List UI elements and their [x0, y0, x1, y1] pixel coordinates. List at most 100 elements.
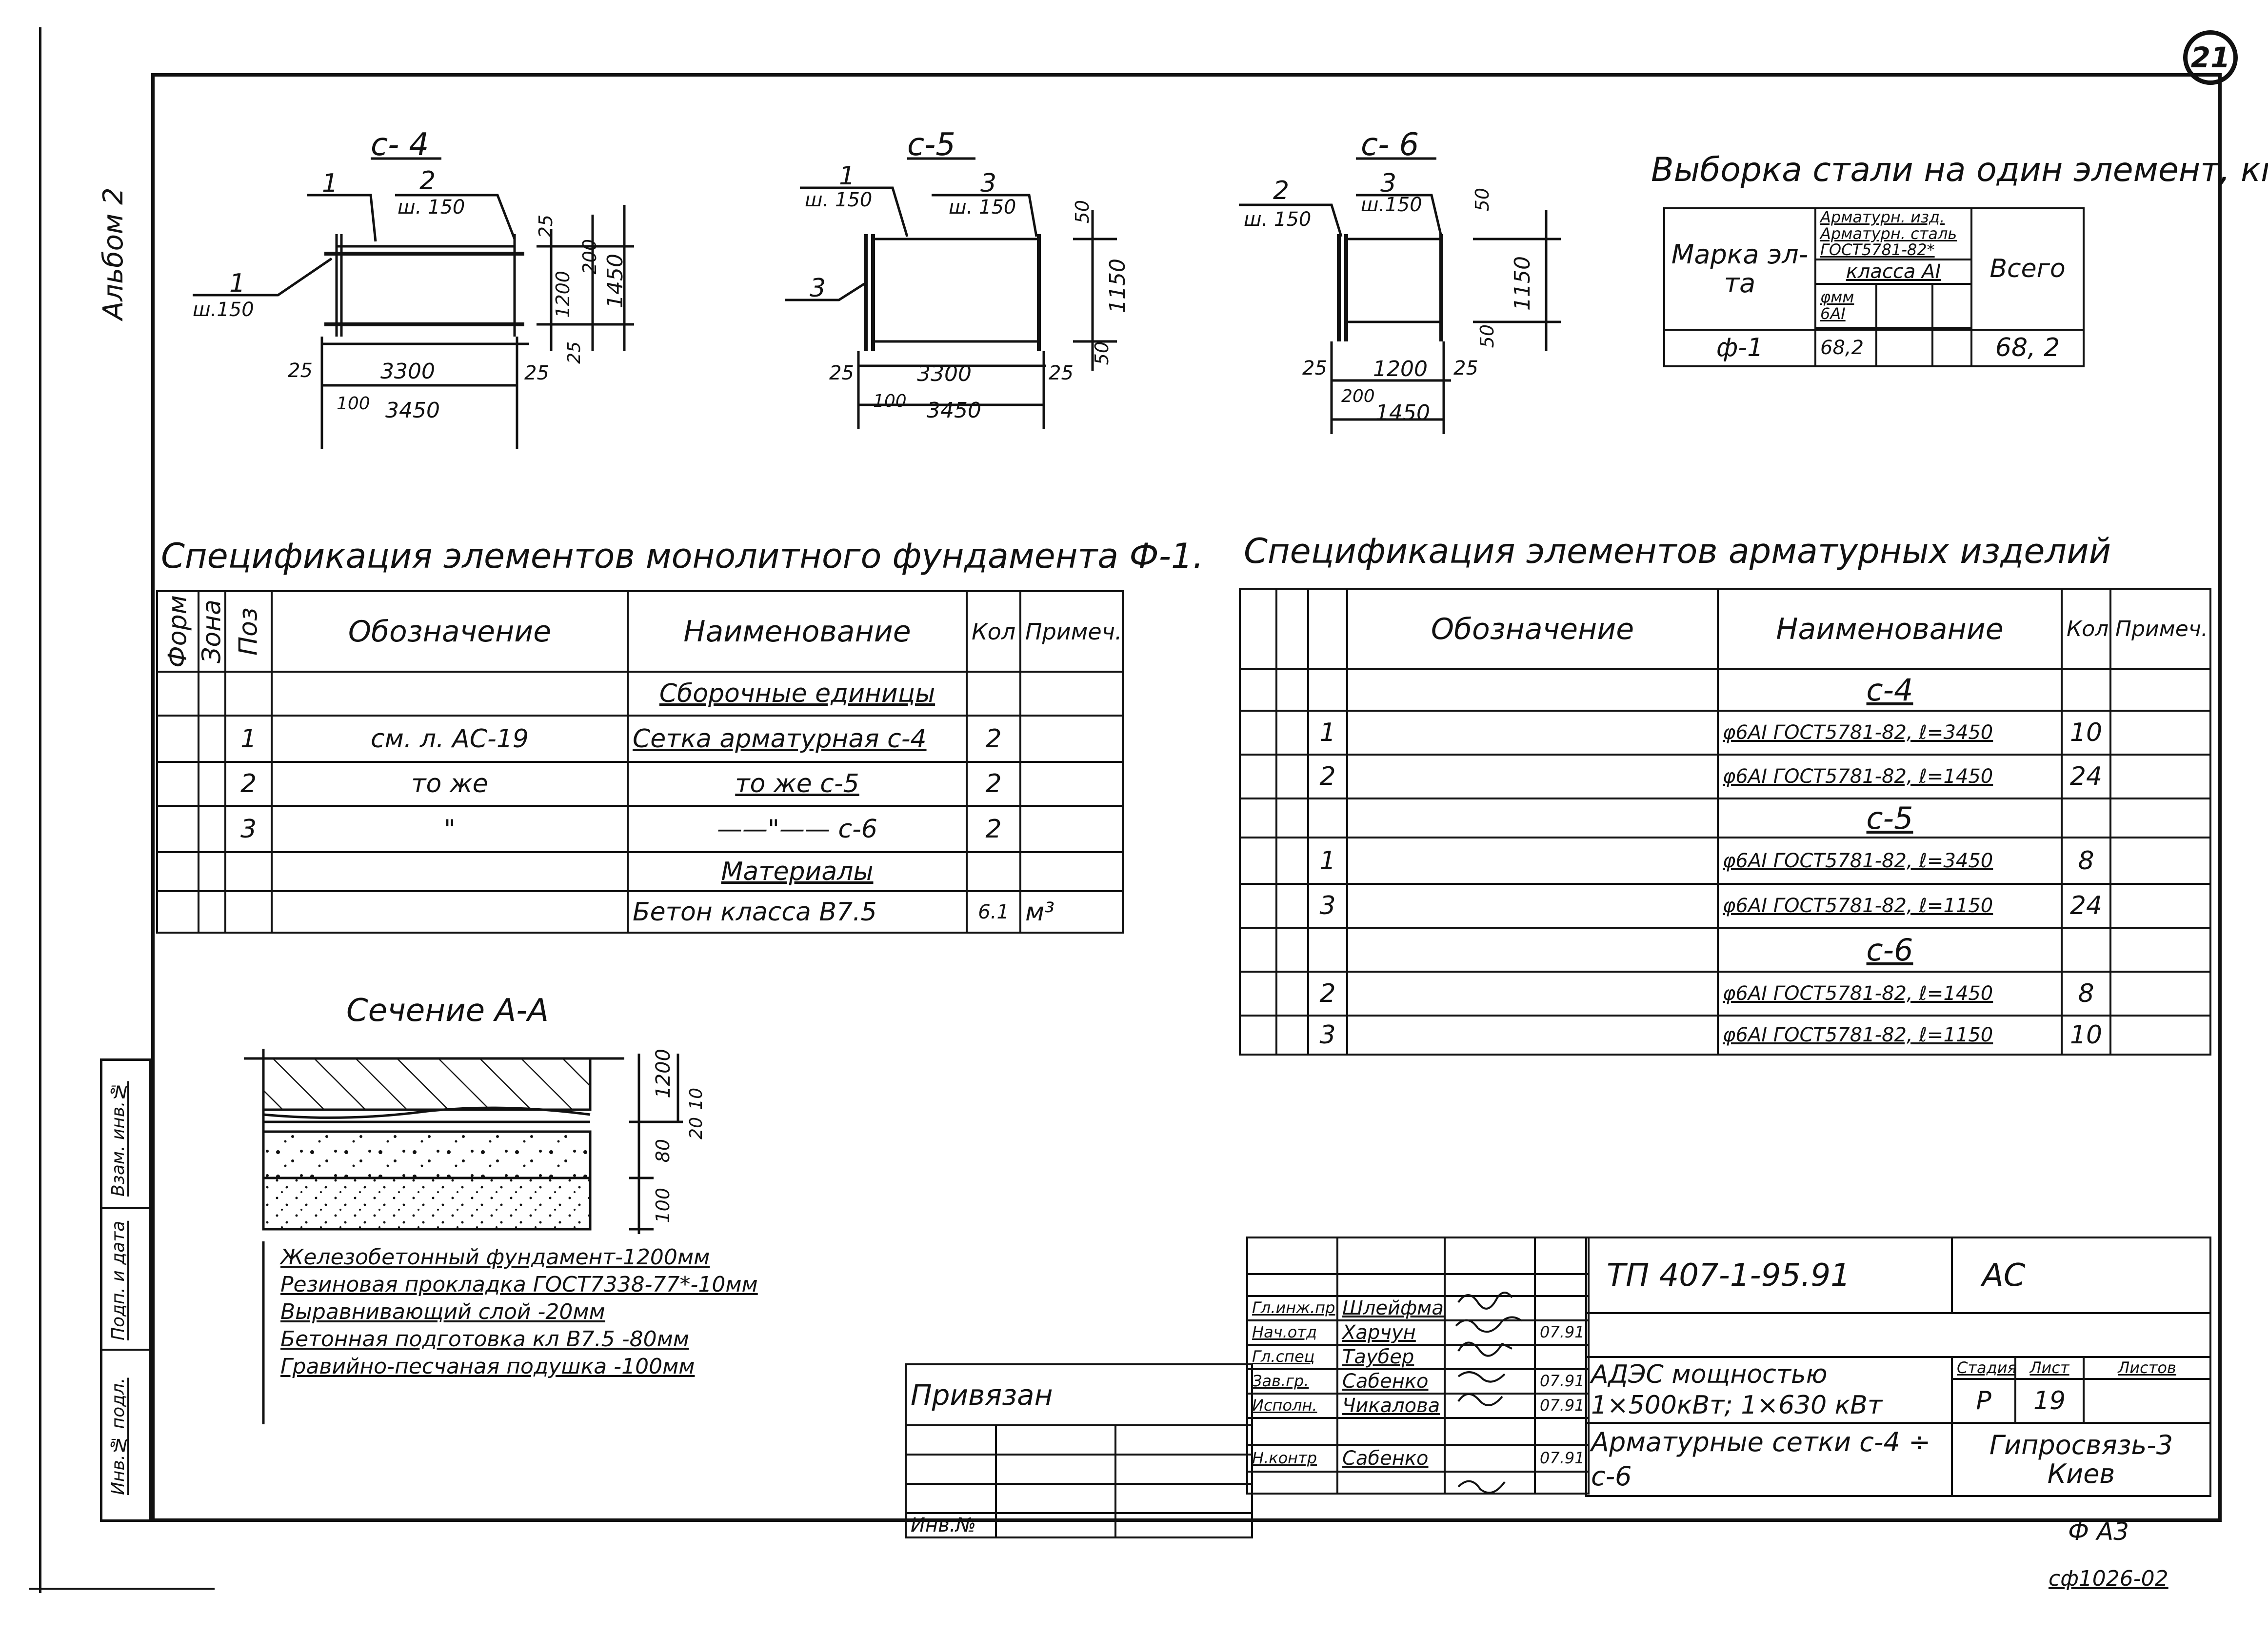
- c4-callout-2: 2: [419, 166, 436, 196]
- c5-callout-3-step: ш. 150: [949, 196, 1016, 219]
- spec-left-group-materials: Материалы: [627, 851, 968, 892]
- c5-title: с-5: [907, 127, 955, 163]
- section-layer-rubber: [263, 1106, 591, 1119]
- c4-dim-3300: 3300: [380, 359, 435, 384]
- c6-dim-25-l: 25: [1302, 357, 1327, 379]
- spec-right-title: Спецификация элементов арматурных издели…: [1244, 531, 2111, 571]
- steel-row-val: 68,2: [1814, 328, 1877, 367]
- c4-callout-1-leader: [307, 194, 377, 242]
- c6-callout-3: 3: [1380, 169, 1397, 198]
- c4-callout-2-step: ш. 150: [398, 196, 465, 219]
- steel-table-title: Выборка стали на один элемент, кг: [1651, 151, 2268, 189]
- c6-callout-2: 2: [1273, 176, 1290, 205]
- table-row: Сборочные единицы: [156, 671, 1124, 717]
- steel-row-mark: ф-1: [1663, 328, 1816, 367]
- signature-mark: [1457, 1480, 1506, 1494]
- c5-dim-25-l: 25: [829, 362, 854, 384]
- steel-h-empty1: [1875, 282, 1933, 329]
- outer-frame-line: [39, 27, 2256, 1593]
- spec-left-table: Форм Зона Поз Обозначение Наименование К…: [156, 590, 1124, 934]
- section-layer-label: Резиновая прокладка ГОСТ7338-77*-10мм: [280, 1272, 758, 1297]
- section-layer-concrete-prep: [262, 1130, 592, 1179]
- paper-format: Ф А3: [2068, 1517, 2129, 1546]
- steel-h-mark: Марка эл-та: [1663, 207, 1816, 331]
- stage-header: Стадия: [1951, 1356, 2016, 1380]
- c6-callout-3-step: ш.150: [1361, 194, 1422, 216]
- c4-dim-25-r: 25: [524, 362, 549, 384]
- section-layer-foundation: [262, 1057, 592, 1111]
- table-row: с-6: [1239, 927, 2211, 973]
- c4-callout-1-left: 1: [229, 269, 246, 298]
- sheets-header: Листов: [2082, 1356, 2212, 1380]
- c6-dim-25-r: 25: [1453, 357, 1478, 379]
- signature-mark: [1457, 1292, 1513, 1310]
- sheet-number: 21: [2183, 30, 2238, 85]
- spec-right-h-name: Наименование: [1717, 588, 2063, 670]
- c6-dim-1200: 1200: [1373, 357, 1428, 381]
- c6-title: с- 6: [1361, 127, 1419, 163]
- steel-table: Марка эл-та Арматурн. изд.Арматурн. стал…: [1663, 207, 2085, 367]
- c5-callout-1-step: ш. 150: [805, 189, 873, 211]
- c5-dim-25-r: 25: [1049, 362, 1074, 384]
- signature-mark: [1457, 1371, 1506, 1383]
- signature-mark: [1457, 1341, 1512, 1357]
- section-layer-label: Выравнивающий слой -20мм: [280, 1299, 605, 1324]
- table-row: с-4: [1239, 668, 2211, 712]
- c5-callout-3-left-leader: [785, 281, 867, 301]
- bottom-trim-line: [29, 1588, 215, 1590]
- sheet-header: Лист: [2014, 1356, 2085, 1380]
- c4-dim-25-l: 25: [288, 359, 313, 382]
- steel-h-group: Арматурн. изд.Арматурн. сталь ГОСТ5781-8…: [1814, 207, 1973, 260]
- binding-inv: Инв.№: [905, 1512, 997, 1538]
- c4-callout-1-left-leader: [193, 257, 333, 297]
- approval-strip: Взам. инв.№ Подп. и дата Инв.№ подл.: [100, 1058, 151, 1522]
- stage-value: Р: [1951, 1378, 2016, 1424]
- c6-callout-2-leader: [1239, 203, 1343, 237]
- archive-stamp-code: сф1026-02: [2049, 1566, 2169, 1591]
- spec-left-h-name: Наименование: [627, 590, 968, 673]
- sheet-title: Арматурные сетки с-4 ÷ с-6: [1585, 1422, 1953, 1497]
- steel-h-dia: φмм 6АI: [1814, 282, 1877, 329]
- table-row: Гл.инж.прШлейфман: [1246, 1295, 1590, 1321]
- section-title: Сечение А-А: [346, 993, 549, 1029]
- steel-h-total: Всего: [1970, 207, 2085, 331]
- signature-mark: [1455, 1316, 1523, 1333]
- project-code: ТП 407-1-95.91: [1585, 1237, 1953, 1314]
- section-layer-label: Бетонная подготовка кл В7.5 -80мм: [280, 1327, 689, 1352]
- c6-callout-3-leader: [1356, 194, 1443, 237]
- c5-dim-100: 100: [873, 391, 907, 411]
- spec-right-h-qty: Кол.: [2061, 588, 2111, 670]
- table-row: [1246, 1417, 1590, 1446]
- spec-left-h-note: Примеч.: [1019, 590, 1124, 673]
- c5-callout-3-leader: [932, 194, 1038, 237]
- section-layers-legend: Железобетонный фундамент-1200мм Резинова…: [280, 1244, 758, 1380]
- c5-callout-3: 3: [980, 169, 997, 198]
- spec-left-h-qty: Кол: [966, 590, 1021, 673]
- project-mark: АС: [1950, 1237, 2212, 1314]
- sheets-value: [2082, 1378, 2212, 1424]
- c4-dim-100: 100: [337, 394, 370, 414]
- c6-dim-200: 200: [1341, 386, 1375, 406]
- c4-title: с- 4: [371, 127, 429, 163]
- c5-callout-1-leader: [800, 186, 909, 237]
- object-name: АДЭС мощностью 1×500кВт; 1×630 кВт: [1585, 1356, 1953, 1424]
- section-layer-gravel-sand: [262, 1177, 592, 1231]
- c5-callout-1: 1: [839, 161, 855, 191]
- binding-block: Привязан Инв.№: [904, 1363, 1253, 1538]
- steel-row-total: 68, 2: [1970, 328, 2085, 367]
- binding-label: Привязан: [904, 1363, 1253, 1426]
- spec-left-group-assemblies: Сборочные единицы: [627, 671, 968, 717]
